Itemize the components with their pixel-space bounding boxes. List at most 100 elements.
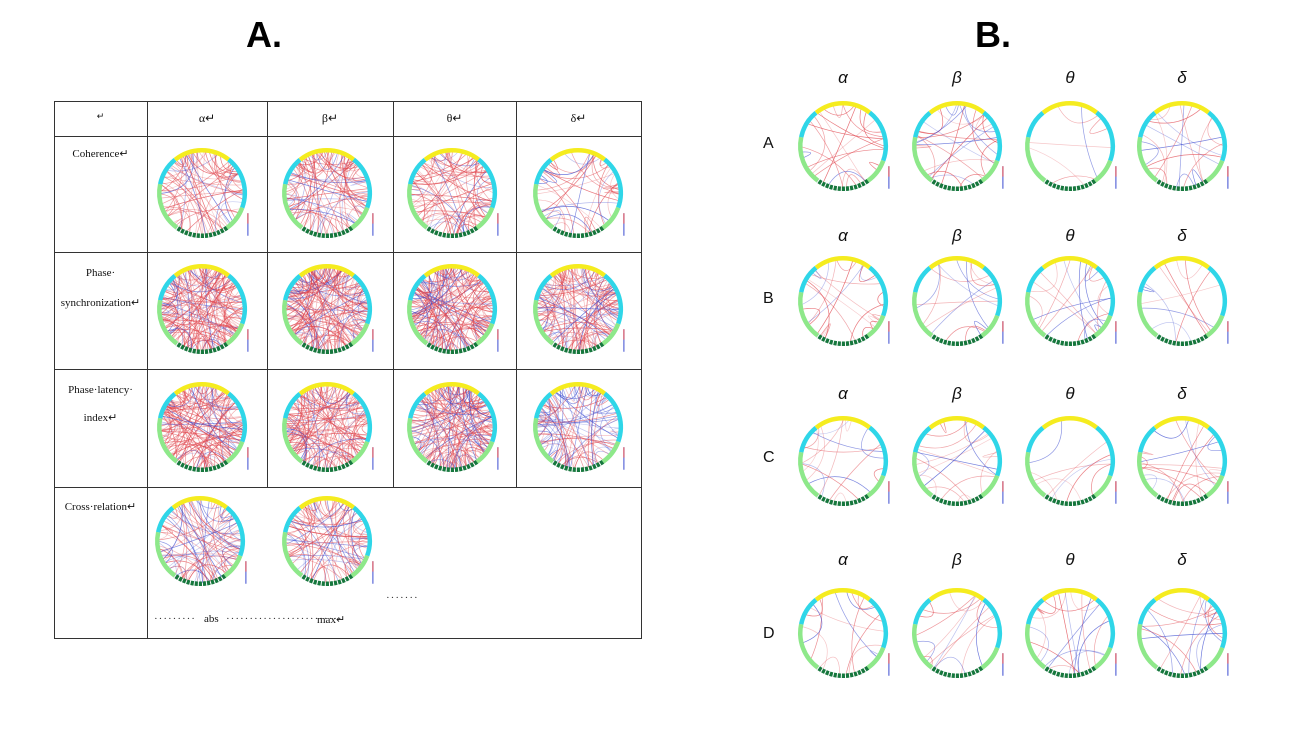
connection-edge [419,267,446,286]
connection-edge [351,327,363,340]
connection-edge [1058,592,1075,675]
table-line [54,638,642,639]
connection-edge [321,397,357,469]
connection-edge [1154,105,1193,178]
connection-edge [165,389,186,409]
region-ring-segment [798,111,818,138]
connection-edge [170,165,209,235]
connection-edge [1176,259,1203,279]
connection-edge [162,411,173,448]
connection-edge [592,446,614,466]
connection-edge [285,302,314,349]
connection-edge [480,300,494,304]
connection-edge [410,268,463,315]
connection-edge [611,427,620,435]
connection-edge [345,159,358,172]
region-ring-segment [533,183,555,230]
connection-edge [420,214,478,227]
connection-edge [354,408,365,453]
region-ring-segment [930,493,984,507]
region-ring-segment [798,598,818,625]
connection-edge [419,329,436,346]
connection-edge [421,388,469,402]
connection-edge [206,385,239,412]
connection-edge [287,295,360,336]
region-ring-segment [814,101,872,115]
table-line [54,487,642,488]
connection-edge [1035,607,1045,615]
connection-edge [191,499,241,551]
connection-edge [863,111,885,147]
connection-edge [1051,175,1096,184]
connection-edge [346,392,360,406]
connection-edge [160,434,217,467]
connection-edge [587,268,617,294]
connection-edge [1091,463,1112,497]
connection-edge [1159,595,1201,669]
connection-edge [169,281,229,342]
connection-edge [294,334,306,345]
connection-edge [434,388,468,466]
connection-edge [286,423,369,438]
connection-edge [922,656,933,667]
connection-edge [417,427,494,451]
connection-edge [185,154,231,224]
connection-edge [410,394,479,421]
connection-edge [423,162,493,203]
connection-edge [285,161,304,193]
connection-edge [923,429,986,487]
connection-edge [1063,259,1102,329]
connection-edge [206,331,234,351]
connection-edge [194,521,238,583]
connectivity-chord-diagram [1025,256,1117,347]
connection-edge [192,267,207,280]
connection-edge [1097,285,1110,315]
connection-edge [411,169,426,185]
connection-edge [594,271,599,278]
connection-edge [197,267,204,351]
connection-edge [208,151,240,175]
region-ring-segment [407,299,429,346]
connection-edge [571,267,613,291]
connection-edge [210,386,239,408]
connection-edge [578,293,618,351]
connection-edge [413,153,467,178]
connection-edge [1140,141,1159,166]
connection-edge [352,416,368,455]
connection-edge [596,391,610,406]
connection-edge [357,296,368,323]
region-ring-segment [533,158,553,185]
connection-edge [213,274,227,349]
connection-edge [287,281,301,324]
connection-edge [159,522,238,553]
connection-edge [440,268,446,284]
region-ring-segment [912,291,934,338]
connection-edge [196,335,212,351]
connection-edge [331,151,368,183]
connection-edge [161,554,238,560]
connection-edge [349,394,368,417]
connection-edge [807,476,871,493]
region-ring-segment [1137,451,1159,498]
table-line [54,101,55,639]
connection-edge [1209,469,1223,479]
connection-edge [812,269,822,279]
connection-edge [320,218,335,235]
row-label-phase-sync: Phase· synchronization↵ [54,259,147,318]
region-ring-segment [1153,256,1211,270]
connection-edge [450,267,490,292]
connection-edge [482,424,494,435]
region-ring-segment [928,101,986,115]
connection-edge [211,326,240,350]
connection-edge [286,414,319,468]
connection-edge [828,171,866,186]
connection-edge [323,385,350,463]
panel-b-band-label: α [838,384,848,403]
panel-b-band-label: α [838,226,848,245]
connection-edge [160,307,169,318]
connection-edge [410,273,475,302]
connection-edge [176,569,211,582]
connection-edge [811,119,876,175]
connection-edge [163,189,244,210]
connection-edge [291,387,314,450]
